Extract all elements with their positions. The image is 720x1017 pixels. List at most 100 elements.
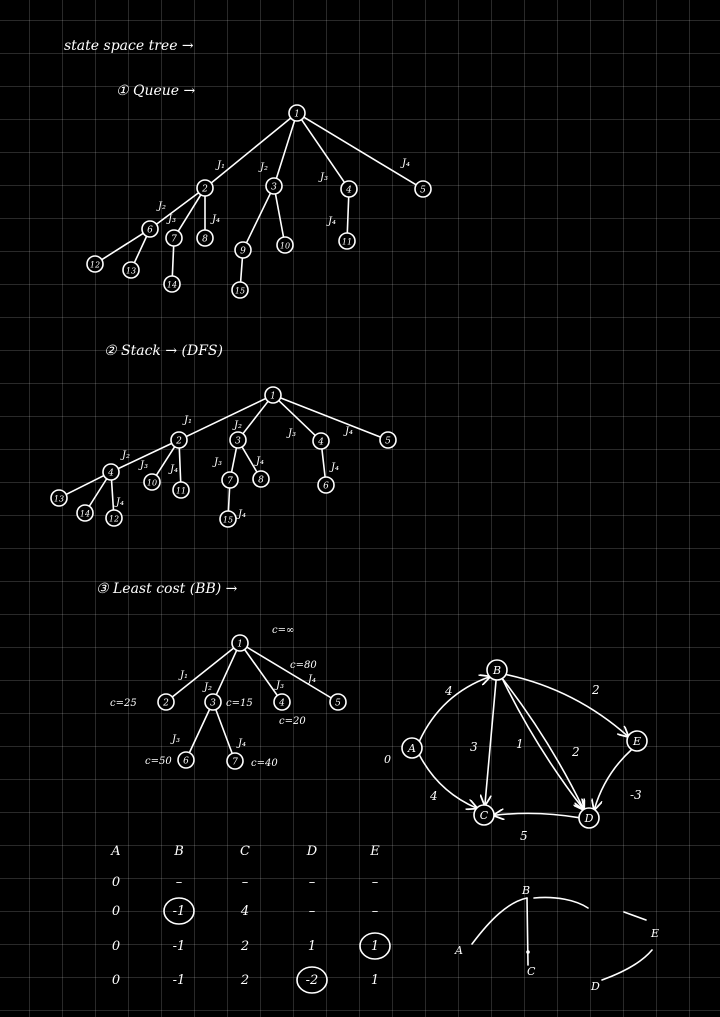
tree-edge [188, 708, 211, 754]
tree-node-label: 15 [223, 516, 233, 525]
tree-node-label: 13 [54, 495, 64, 504]
tree-edge [210, 117, 292, 184]
graph-vertex-label: A [407, 742, 416, 755]
tree-node [231, 634, 249, 652]
graph-vertex-label: C [480, 809, 489, 822]
tree-node [172, 481, 190, 499]
tree-edge [243, 648, 279, 697]
edge-job-label: J₄ [168, 464, 178, 475]
graph-edge [594, 748, 633, 809]
table-cell: – [372, 875, 379, 890]
tree-edge [88, 477, 108, 508]
circled-highlight [359, 932, 391, 960]
tree-node-label: 14 [80, 510, 90, 519]
table-header-cell: D [306, 844, 318, 859]
graph-edge [418, 677, 489, 743]
tree-node [221, 471, 239, 489]
tree-node [414, 180, 432, 198]
tree-edge [242, 400, 269, 435]
edge-job-label: J₃ [212, 457, 222, 468]
tree-node [196, 179, 214, 197]
tree-node [329, 693, 347, 711]
tree-node [122, 261, 140, 279]
edge-job-label: c=50 [145, 756, 172, 767]
tree-node-label: 15 [235, 287, 245, 296]
tree-edge [214, 708, 234, 755]
tree-node [312, 432, 330, 450]
tree-node-label: 10 [147, 479, 157, 488]
table-header-cell: B [173, 844, 184, 859]
vertex-label: B [521, 884, 530, 897]
edge-weight: 3 [470, 740, 478, 754]
table-cell: 2 [240, 939, 249, 954]
edge-weight: 2 [571, 745, 580, 759]
tree-node-label: 5 [385, 437, 391, 447]
graph-vertex [578, 807, 600, 829]
page-title: state space tree → [64, 38, 194, 54]
tree-edge [300, 118, 346, 184]
tree-node-label: 12 [90, 261, 100, 270]
tree-edge [303, 116, 417, 186]
table-cell: -1 [173, 973, 186, 988]
tree-node [231, 281, 249, 299]
tree-edge [133, 235, 148, 264]
table-cell: 0 [112, 973, 120, 988]
edge-job-label: J₄ [306, 674, 316, 685]
section-lc-title: ③ Least cost (BB) → [96, 581, 238, 597]
tree-node [264, 386, 282, 404]
tree-edge [155, 445, 176, 477]
tree-node [226, 752, 244, 770]
edge-job-label: J₄ [114, 497, 124, 508]
tree-node [273, 693, 291, 711]
tree-node [379, 431, 397, 449]
section-queue-title: ① Queue → [116, 83, 196, 99]
table-cell: 0 [112, 904, 120, 919]
tree-edge [155, 191, 200, 226]
edge-job-label: J₃ [170, 734, 180, 745]
graph-edge [418, 754, 476, 808]
tree-edge [239, 257, 244, 283]
tree-edge [185, 397, 267, 438]
tree-node-label: 11 [342, 238, 352, 247]
tree-node-label: 2 [162, 699, 169, 709]
edge-job-label: J₂ [120, 450, 130, 461]
tree-node [143, 473, 161, 491]
tree-node [234, 241, 252, 259]
table-cell: 0 [112, 875, 120, 890]
graph-vertex [401, 737, 423, 759]
tree-node-label: 4 [317, 438, 324, 448]
tree-node-label: 4 [278, 699, 285, 709]
edge-job-label: c=15 [226, 698, 253, 709]
table-cell: -1 [173, 904, 186, 919]
tree-node-label: 5 [420, 186, 426, 196]
tree-node-label: 7 [227, 477, 233, 487]
section-stack-title: ② Stack → (DFS) [104, 343, 223, 359]
edge-job-label: J₂ [232, 420, 242, 431]
tree-edge [177, 193, 202, 233]
tree-node-label: 6 [323, 482, 329, 492]
tree-node [76, 504, 94, 522]
edge-job-label: J₁ [215, 160, 225, 171]
graph-vertex-label: E [632, 735, 641, 748]
tree-node [252, 470, 270, 488]
table-header-cell: E [369, 844, 380, 859]
vertex-label: A [454, 944, 463, 957]
tree-edge [279, 397, 382, 438]
tree-node-label: 3 [210, 699, 216, 709]
tree-node-label: 4 [345, 186, 352, 196]
edge-weight: -3 [630, 788, 642, 802]
tree-node [317, 476, 335, 494]
tree-edge [117, 442, 173, 470]
tree-edge [346, 196, 350, 234]
table-cell: – [242, 875, 249, 890]
table-cell: 1 [371, 973, 379, 988]
tree-node [338, 232, 356, 250]
edge-weight: 1 [516, 737, 524, 751]
edge-job-label: J₂ [202, 682, 212, 693]
table-cell: 4 [240, 904, 249, 919]
edge-job-label: c=20 [279, 716, 306, 727]
